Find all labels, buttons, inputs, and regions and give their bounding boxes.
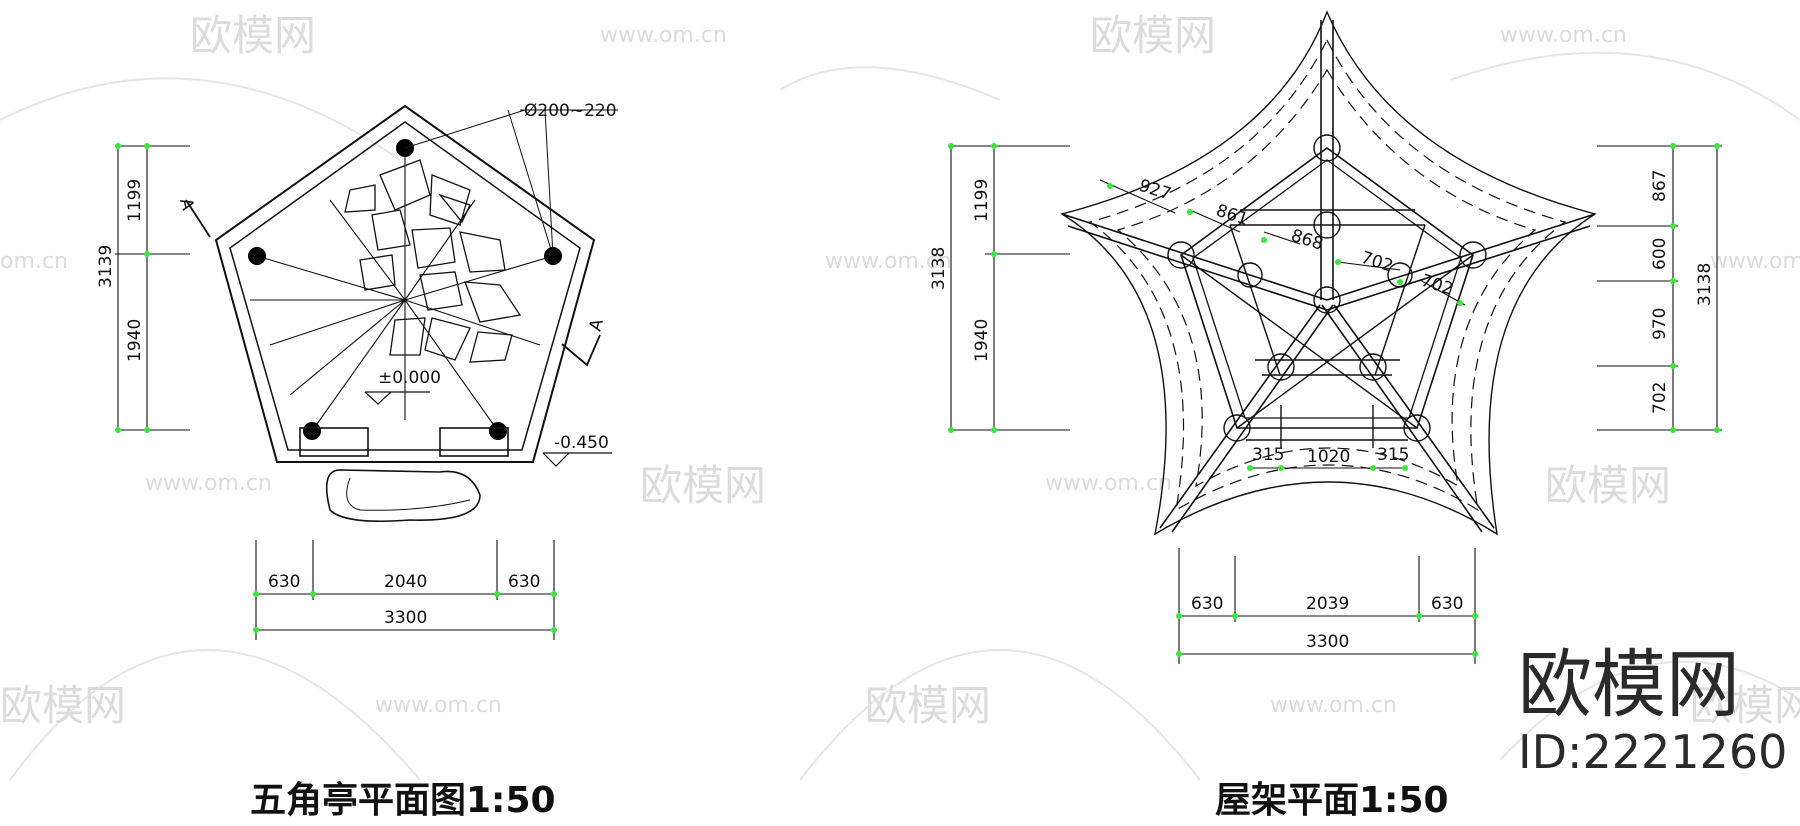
roof-column-rings <box>1167 134 1487 442</box>
roof-inner-dims <box>1099 179 1466 471</box>
column-bottom-right <box>489 422 507 440</box>
watermark-url-7: www.om.cn <box>825 249 952 274</box>
watermark-brand-6: 欧模网 <box>865 681 991 730</box>
ring-beam-inner <box>1180 147 1474 429</box>
bench-right <box>439 427 509 457</box>
paving-stones <box>344 159 522 363</box>
watermark-brand-4: 欧模网 <box>1545 461 1671 510</box>
dim-roof-bottom-left: 630 <box>1191 594 1223 614</box>
watermark-url-4: www.om.cn <box>1045 471 1172 496</box>
dim-height-upper: 1199 <box>125 179 145 222</box>
stepping-stone <box>325 469 481 522</box>
pavilion-plan-title: 五角亭平面图1:50 <box>250 780 556 821</box>
dim-left-total: 3138 <box>929 247 949 290</box>
watermark-url-6: www.om.cn <box>1270 693 1397 718</box>
roof-left-dims <box>948 143 1070 433</box>
level-outer-label: -0.450 <box>554 433 609 453</box>
section-mark-1 <box>185 199 211 238</box>
dim-right-867: 867 <box>1650 170 1670 202</box>
dim-right-702: 702 <box>1650 382 1670 414</box>
dim-868: 868 <box>1288 226 1325 255</box>
dim-inner-1020: 1020 <box>1307 447 1350 467</box>
watermark-url-8: www.om.cn <box>1710 249 1800 274</box>
pavilion-outer-outline <box>214 104 596 463</box>
roof-right-dims <box>1597 143 1722 433</box>
column-left <box>248 247 266 265</box>
roof-frame-plan <box>1060 10 1597 536</box>
roof-eave-dashed-1 <box>1088 38 1567 512</box>
dim-bottom-left: 630 <box>268 572 300 592</box>
dim-inner-315-right: 315 <box>1377 445 1409 465</box>
dim-bottom-right: 630 <box>508 572 540 592</box>
dim-861: 861 <box>1213 201 1250 230</box>
watermark-url-5: www.om.cn <box>375 693 502 718</box>
dim-left-upper: 1199 <box>972 179 992 222</box>
pavilion-horizontal-dims <box>253 540 557 640</box>
roof-plan-title: 屋架平面1:50 <box>1215 780 1449 821</box>
dim-bottom-mid: 2040 <box>384 572 427 592</box>
section-mark-2-label: A <box>586 317 608 334</box>
watermark-brand-3: 欧模网 <box>640 461 766 510</box>
radial-lines <box>250 148 554 432</box>
pavilion-plan <box>185 104 618 522</box>
dim-bottom-total: 3300 <box>384 608 427 628</box>
level-floor-label: ±0.000 <box>378 368 441 388</box>
watermark-url-1: www.om.cn <box>600 23 727 48</box>
dim-rafter-927: 927 <box>1136 176 1173 205</box>
bench-left <box>299 427 369 457</box>
watermark-brand-1: 欧模网 <box>190 11 316 60</box>
roof-outline-outer <box>1060 10 1597 536</box>
watermark-brand-5: 欧模网 <box>0 681 126 730</box>
dim-right-600: 600 <box>1650 238 1670 270</box>
dim-left-lower: 1940 <box>972 319 992 362</box>
dim-702-b: 702 <box>1418 271 1455 300</box>
section-mark-2 <box>561 334 601 367</box>
dim-right-total: 3138 <box>1695 263 1715 306</box>
watermark-url-3: www.om.cn <box>145 471 272 496</box>
watermark-brand-2: 欧模网 <box>1090 11 1216 60</box>
dim-roof-bottom-total: 3300 <box>1306 632 1349 652</box>
watermark-url-2: www.om.cn <box>1500 23 1627 48</box>
dim-inner-315-left: 315 <box>1252 445 1284 465</box>
watermark-brand-7: 欧模网 <box>1690 681 1800 730</box>
pavilion-inner-outline <box>229 121 581 451</box>
dim-right-970: 970 <box>1650 308 1670 340</box>
ring-beam-inner-2 <box>1192 159 1462 419</box>
level-symbol-floor <box>364 391 430 405</box>
watermark-url-9: om.cn <box>0 249 68 274</box>
cross-beams <box>1180 209 1474 448</box>
dim-702-a: 702 <box>1358 248 1395 277</box>
roof-eave-dashed-2 <box>1116 68 1537 488</box>
level-symbol-outer <box>542 452 612 467</box>
column-bottom-left <box>303 422 321 440</box>
section-mark-1-label: A <box>175 196 197 213</box>
brand-name: 欧模网 <box>1518 642 1740 728</box>
dim-roof-bottom-mid: 2039 <box>1306 594 1349 614</box>
dim-height-total: 3139 <box>96 245 116 288</box>
column-diameter-note: Ø200~220 <box>524 101 617 121</box>
watermark-layer: 欧模网 欧模网 欧模网 欧模网 欧模网 欧模网 欧模网 www.om.cn ww… <box>0 11 1800 781</box>
pavilion-vertical-dims <box>115 143 190 433</box>
roof-bottom-dims <box>1176 548 1478 664</box>
dim-height-lower: 1940 <box>125 319 145 362</box>
pavilion-annotations: Ø200~220 ±0.000 -0.450 A A <box>175 101 616 453</box>
dim-roof-bottom-right: 630 <box>1431 594 1463 614</box>
brand-id: ID:2221260 <box>1518 725 1787 779</box>
